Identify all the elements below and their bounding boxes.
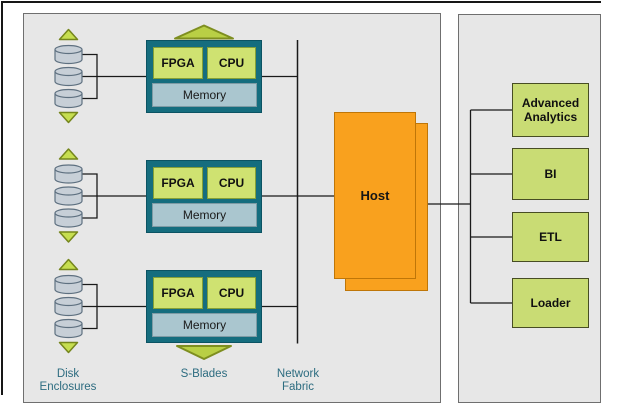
network-fabric-label: Network Fabric [276,368,320,393]
app-box-bi: BI [512,148,589,200]
disk-enclosures-label: Disk Enclosures [39,368,97,393]
cpu-box: CPU [207,167,256,199]
host-box: Host [334,112,416,279]
cpu-box: CPU [207,47,256,79]
sblade-3: FPGA CPU Memory [146,270,262,343]
app-box-loader: Loader [512,278,589,328]
fpga-box: FPGA [153,167,203,199]
memory-box: Memory [152,203,257,227]
right-panel [458,14,601,403]
sblade-1: FPGA CPU Memory [146,40,262,113]
fpga-box: FPGA [153,277,203,309]
app-box-advanced-analytics: Advanced Analytics [512,83,589,137]
sblades-label: S-Blades [180,368,228,380]
fpga-box: FPGA [153,47,203,79]
app-box-etl: ETL [512,212,589,262]
sblade-2: FPGA CPU Memory [146,160,262,233]
memory-box: Memory [152,313,257,337]
cpu-box: CPU [207,277,256,309]
memory-box: Memory [152,83,257,107]
